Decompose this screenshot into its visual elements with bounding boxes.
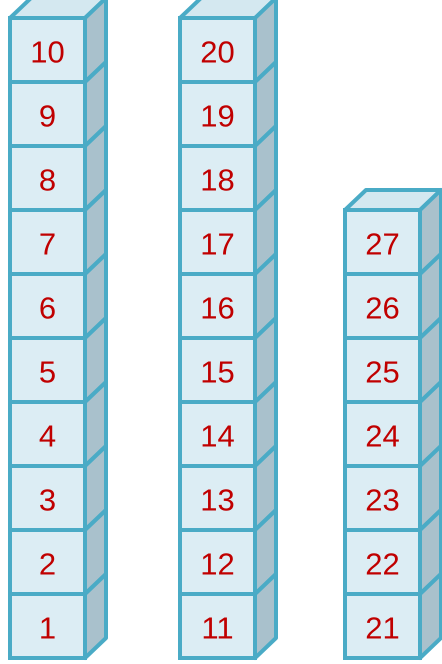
cube-number: 5 [39,355,56,390]
cube-number: 11 [201,611,233,646]
cube-10: 10 [10,0,106,82]
cube-number: 12 [200,547,234,582]
cube-number: 20 [200,35,234,70]
cube-number: 22 [365,547,399,582]
cube-number: 13 [200,483,234,518]
cube-27: 27 [345,190,441,274]
cube-number: 4 [39,419,56,454]
cube-number: 25 [365,355,399,390]
cube-number: 16 [200,291,234,326]
cube-number: 17 [200,227,234,262]
cube-number: 10 [30,35,64,70]
cube-number: 6 [39,291,56,326]
cube-number: 8 [39,163,56,198]
cube-number: 24 [365,419,399,454]
cube-number: 7 [39,227,56,262]
cube-number: 18 [200,163,234,198]
cube-number: 19 [200,99,234,134]
tower-2: 20 19 18 17 16 15 14 13 12 11 [180,0,276,658]
tower-3: 27 26 25 24 23 22 21 [345,190,441,658]
cube-number: 15 [200,355,234,390]
cube-number: 23 [365,483,399,518]
cube-20: 20 [180,0,276,82]
cube-number: 26 [365,291,399,326]
cube-number: 27 [365,227,399,262]
cube-number: 9 [39,99,56,134]
cube-number: 2 [39,547,56,582]
cube-number: 21 [365,611,399,646]
cube-number: 14 [200,419,234,454]
cube-number: 1 [39,611,56,646]
cube-number: 3 [39,483,56,518]
tower-1: 10 9 8 7 6 5 4 3 2 1 [10,0,106,658]
